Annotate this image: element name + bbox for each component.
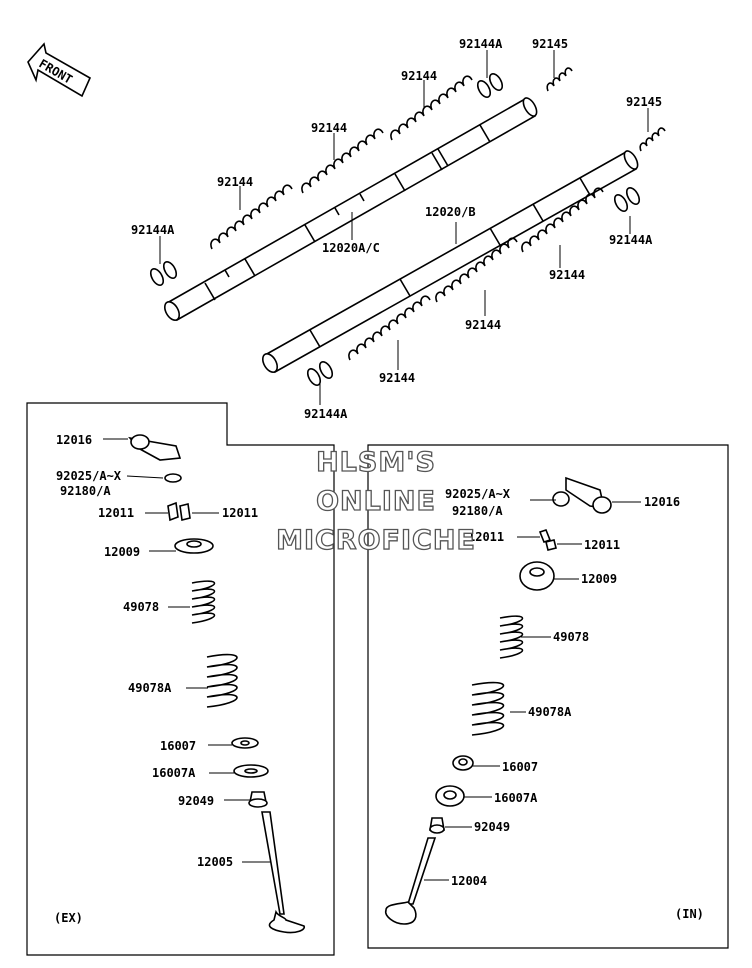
intake-retainer [519,561,555,591]
in-label-spring-outer: 49078A [528,705,572,719]
watermark: HLSM'S ONLINE MICROFICHE [275,446,476,556]
ex-label-spring-inner: 49078 [123,600,159,614]
label-92144-left-upper: 92144 [217,175,253,189]
ex-label-keeper-right: 12011 [222,506,258,520]
spring-92144-top [390,75,473,141]
front-direction-arrow-icon: FRONT [27,42,92,98]
camshaft-b [261,150,639,374]
ex-label-seat-alt: 16007A [152,766,196,780]
in-label-seat: 16007 [502,760,538,774]
spring-92144-left-lower [301,128,384,194]
label-12020-b: 12020/B [425,205,476,219]
intake-labels: 92025/A~X 92180/A 12016 12011 12011 1200… [424,487,704,921]
cap-92145-right [639,127,666,152]
exhaust-spring-outer [206,653,238,708]
exhaust-seat-alt [233,764,269,778]
ex-label-spring-outer: 49078A [128,681,172,695]
ex-label-keeper-left: 12011 [98,506,134,520]
label-12020a-c: 12020A/C [322,241,380,255]
ex-label-shim: 92025/A~X [56,469,122,483]
ex-label-retainer: 12009 [104,545,140,559]
exhaust-retainer [174,538,214,554]
intake-spring-outer [471,681,505,736]
intake-keepers [538,529,557,551]
spring-92144-bottom [348,295,431,361]
intake-seat [452,755,474,771]
exhaust-seal [248,791,268,808]
watermark-line-2: ONLINE [316,486,436,517]
label-92144a-top: 92144A [459,37,503,51]
intake-valve [384,837,437,925]
exhaust-panel-frame [26,402,335,956]
label-92144-left-lower: 92144 [311,121,347,135]
cap-92145-top [546,67,573,92]
in-label-retainer: 12009 [581,572,617,586]
camshaft-label-group: 92144A 92145 92144 92144 92144 92144A 12… [131,37,662,421]
ex-label-valve: 12005 [197,855,233,869]
spring-92144a-bottom [306,361,334,386]
spring-92144a-left [149,261,178,286]
spring-92144-left-upper [210,184,293,250]
ex-label-rocker: 12016 [56,433,92,447]
spring-92144-right [521,187,604,253]
intake-seal [429,817,445,834]
intake-seat-alt [435,785,465,807]
spring-92144a-right [613,187,641,212]
watermark-line-3: MICROFICHE [276,525,476,556]
camshaft-a [163,97,538,322]
exhaust-rocker-arm [128,434,182,461]
label-92144a-right: 92144A [609,233,653,247]
in-label-seal: 92049 [474,820,510,834]
label-92145-right: 92145 [626,95,662,109]
intake-shim [552,491,570,507]
exhaust-spring-inner [191,580,216,624]
exhaust-keepers [167,501,191,522]
in-label-shim-alt: 92180/A [452,504,503,518]
in-label-seat-alt: 16007A [494,791,538,805]
label-92144-top: 92144 [401,69,437,83]
label-92144-mid: 92144 [465,318,501,332]
in-label-keeper-right: 12011 [584,538,620,552]
intake-rocker-arm [565,476,612,514]
in-label-spring-inner: 49078 [553,630,589,644]
spring-92144-mid [435,237,518,303]
in-label-rocker: 12016 [644,495,680,509]
ex-label-seat: 16007 [160,739,196,753]
label-92145-top: 92145 [532,37,568,51]
in-label-keeper-left: 12011 [468,530,504,544]
ex-label-shim-alt: 92180/A [60,484,111,498]
exhaust-seat [231,737,259,749]
in-label-shim: 92025/A~X [445,487,511,501]
exhaust-shim [164,473,182,483]
label-92144-bottom: 92144 [379,371,415,385]
ex-label-seal: 92049 [178,794,214,808]
exhaust-labels: 12016 92025/A~X 92180/A 12011 12011 1200… [54,433,271,925]
spring-92144a-top [476,73,504,98]
label-92144a-left: 92144A [131,223,175,237]
label-92144a-bottom: 92144A [304,407,348,421]
intake-panel-frame [367,444,729,949]
intake-spring-inner [499,615,524,659]
in-label-valve: 12004 [451,874,487,888]
label-92144-right: 92144 [549,268,585,282]
ex-panel-tag: (EX) [54,911,83,925]
in-panel-tag: (IN) [675,907,704,921]
exhaust-valve [261,811,306,934]
watermark-line-1: HLSM'S [316,447,436,478]
